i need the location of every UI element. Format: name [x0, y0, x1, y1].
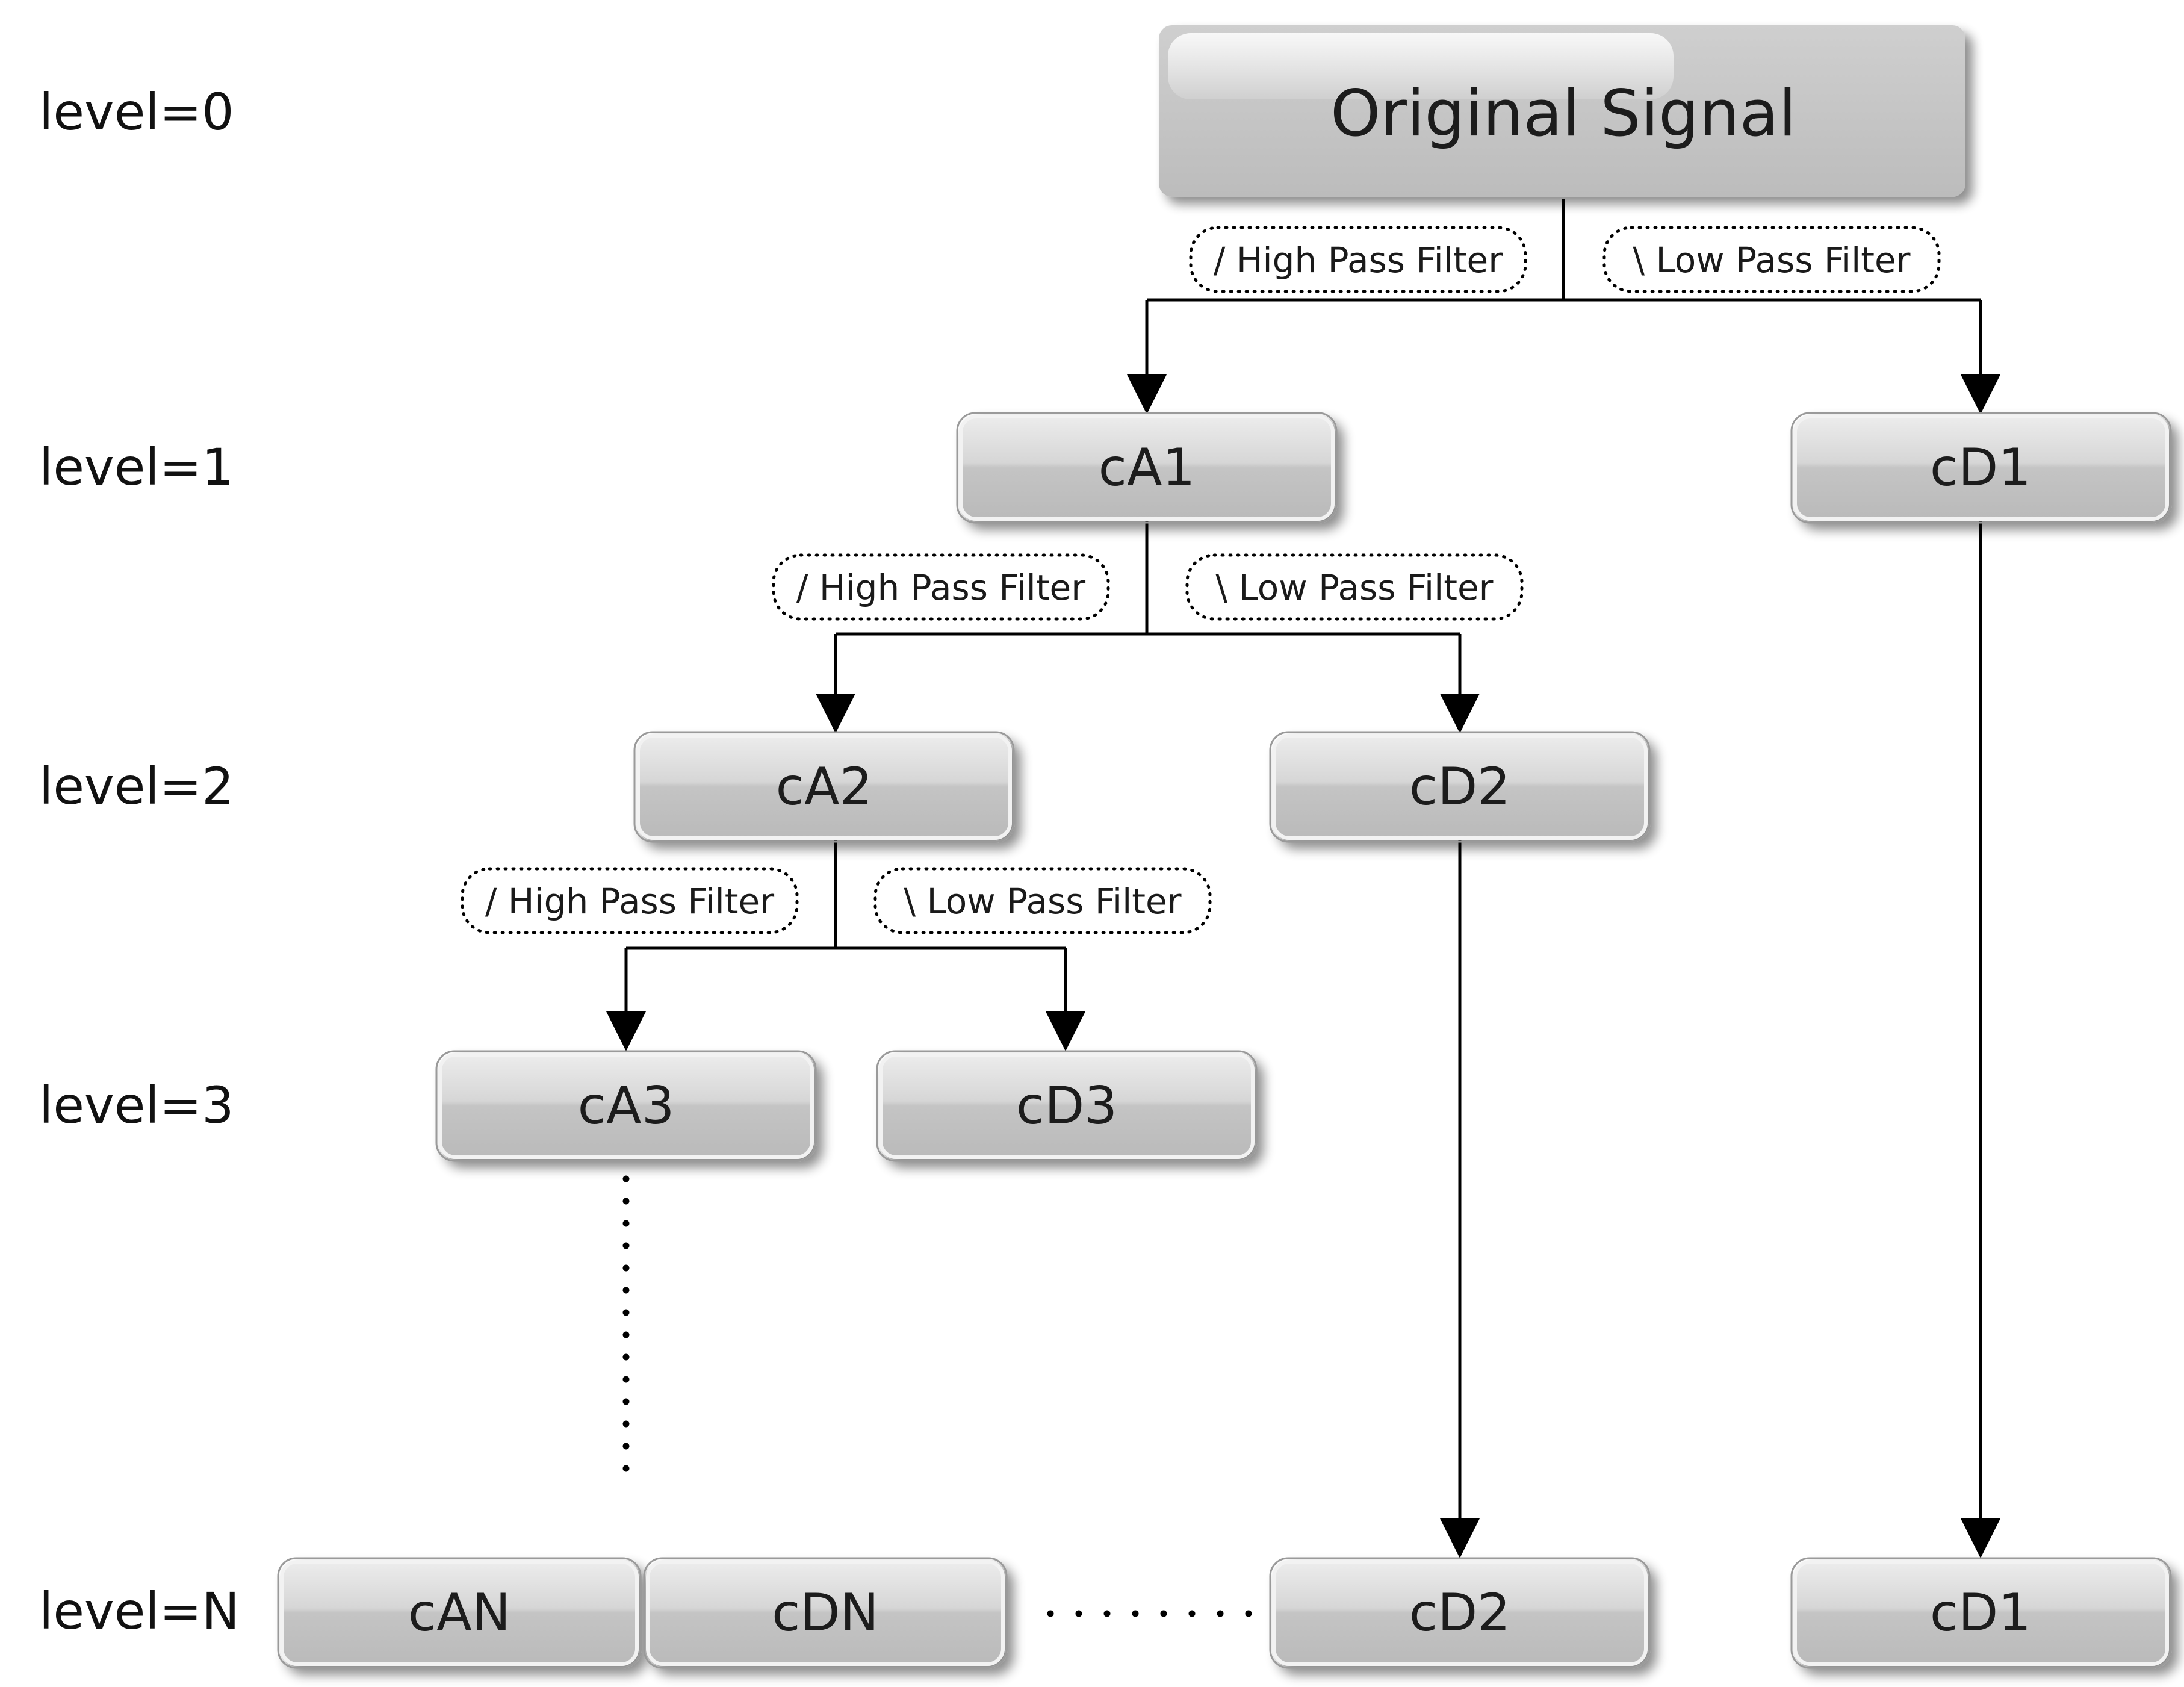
node-ca2-label: cA2: [776, 757, 873, 817]
filter-high-pass-0: / High Pass Filter: [1189, 226, 1527, 293]
node-cd1: cD1: [1790, 412, 2172, 524]
node-ca1: cA1: [956, 412, 1338, 524]
node-cd1-level-n-label: cD1: [1930, 1583, 2031, 1643]
node-cdn: cDN: [643, 1557, 1008, 1669]
ellipsis-dot: [622, 1198, 630, 1205]
filter-high-pass-1-label: / High Pass Filter: [796, 567, 1085, 608]
ellipsis-dot: [1047, 1610, 1054, 1617]
node-ca2: cA2: [633, 731, 1015, 843]
ellipsis-dot: [622, 1443, 630, 1450]
node-original-signal: Original Signal: [1159, 25, 1965, 197]
node-ca1-label: cA1: [1099, 438, 1196, 498]
node-can-label: cAN: [408, 1583, 510, 1643]
filter-low-pass-0-label: \ Low Pass Filter: [1633, 240, 1910, 281]
node-can: cAN: [277, 1557, 642, 1669]
node-cd3: cD3: [876, 1050, 1258, 1162]
level-label-3: level=3: [39, 1076, 234, 1135]
level-label-n: level=N: [39, 1582, 240, 1641]
node-cd2-label: cD2: [1409, 757, 1510, 817]
filter-low-pass-2: \ Low Pass Filter: [873, 867, 1212, 934]
filter-low-pass-1-label: \ Low Pass Filter: [1215, 567, 1493, 608]
ellipsis-dot: [1160, 1610, 1167, 1617]
node-cd1-label: cD1: [1930, 438, 2031, 498]
ellipsis-dot: [622, 1242, 630, 1249]
ellipsis-dot: [622, 1420, 630, 1428]
ellipsis-dot: [1188, 1610, 1196, 1617]
connector-level-0: [1127, 199, 2000, 414]
filter-low-pass-0: \ Low Pass Filter: [1602, 226, 1941, 293]
ellipsis-dot: [622, 1287, 630, 1294]
filter-high-pass-2-label: / High Pass Filter: [485, 881, 774, 922]
level-label-0: level=0: [39, 82, 234, 141]
node-cd2-level-n: cD2: [1269, 1557, 1651, 1669]
node-cd2: cD2: [1269, 731, 1651, 843]
horizontal-ellipsis: [1047, 1610, 1252, 1617]
ellipsis-dot: [622, 1376, 630, 1383]
ellipsis-dot: [1075, 1610, 1082, 1617]
ellipsis-dot: [622, 1309, 630, 1316]
ellipsis-dot: [622, 1465, 630, 1472]
node-cd3-label: cD3: [1016, 1076, 1117, 1136]
ellipsis-dot: [1132, 1610, 1139, 1617]
connector-level-2: [606, 838, 1085, 1051]
level-label-1: level=1: [39, 438, 234, 497]
ellipsis-dot: [1103, 1610, 1111, 1617]
node-ca3: cA3: [435, 1050, 817, 1162]
ellipsis-dot: [622, 1175, 630, 1182]
filter-high-pass-1: / High Pass Filter: [772, 553, 1110, 621]
connector-cd1-to-level-n: [1961, 519, 2000, 1558]
node-cdn-label: cDN: [772, 1583, 879, 1643]
vertical-ellipsis: [622, 1175, 630, 1472]
ellipsis-dot: [622, 1353, 630, 1361]
filter-low-pass-1: \ Low Pass Filter: [1185, 553, 1524, 621]
filter-high-pass-2: / High Pass Filter: [461, 867, 799, 934]
node-cd1-level-n: cD1: [1790, 1557, 2172, 1669]
ellipsis-dot: [622, 1398, 630, 1405]
ellipsis-dot: [1217, 1610, 1224, 1617]
filter-low-pass-2-label: \ Low Pass Filter: [904, 881, 1181, 922]
filter-high-pass-0-label: / High Pass Filter: [1214, 240, 1503, 281]
connector-level-1: [816, 519, 1480, 733]
node-original-signal-label: Original Signal: [1330, 76, 1796, 151]
connector-cd2-to-level-n: [1440, 838, 1480, 1558]
node-ca3-label: cA3: [578, 1076, 675, 1136]
node-cd2-level-n-label: cD2: [1409, 1583, 1510, 1643]
ellipsis-dot: [622, 1331, 630, 1338]
ellipsis-dot: [1245, 1610, 1252, 1617]
ellipsis-dot: [622, 1220, 630, 1227]
ellipsis-dot: [622, 1264, 630, 1272]
level-label-2: level=2: [39, 757, 234, 816]
